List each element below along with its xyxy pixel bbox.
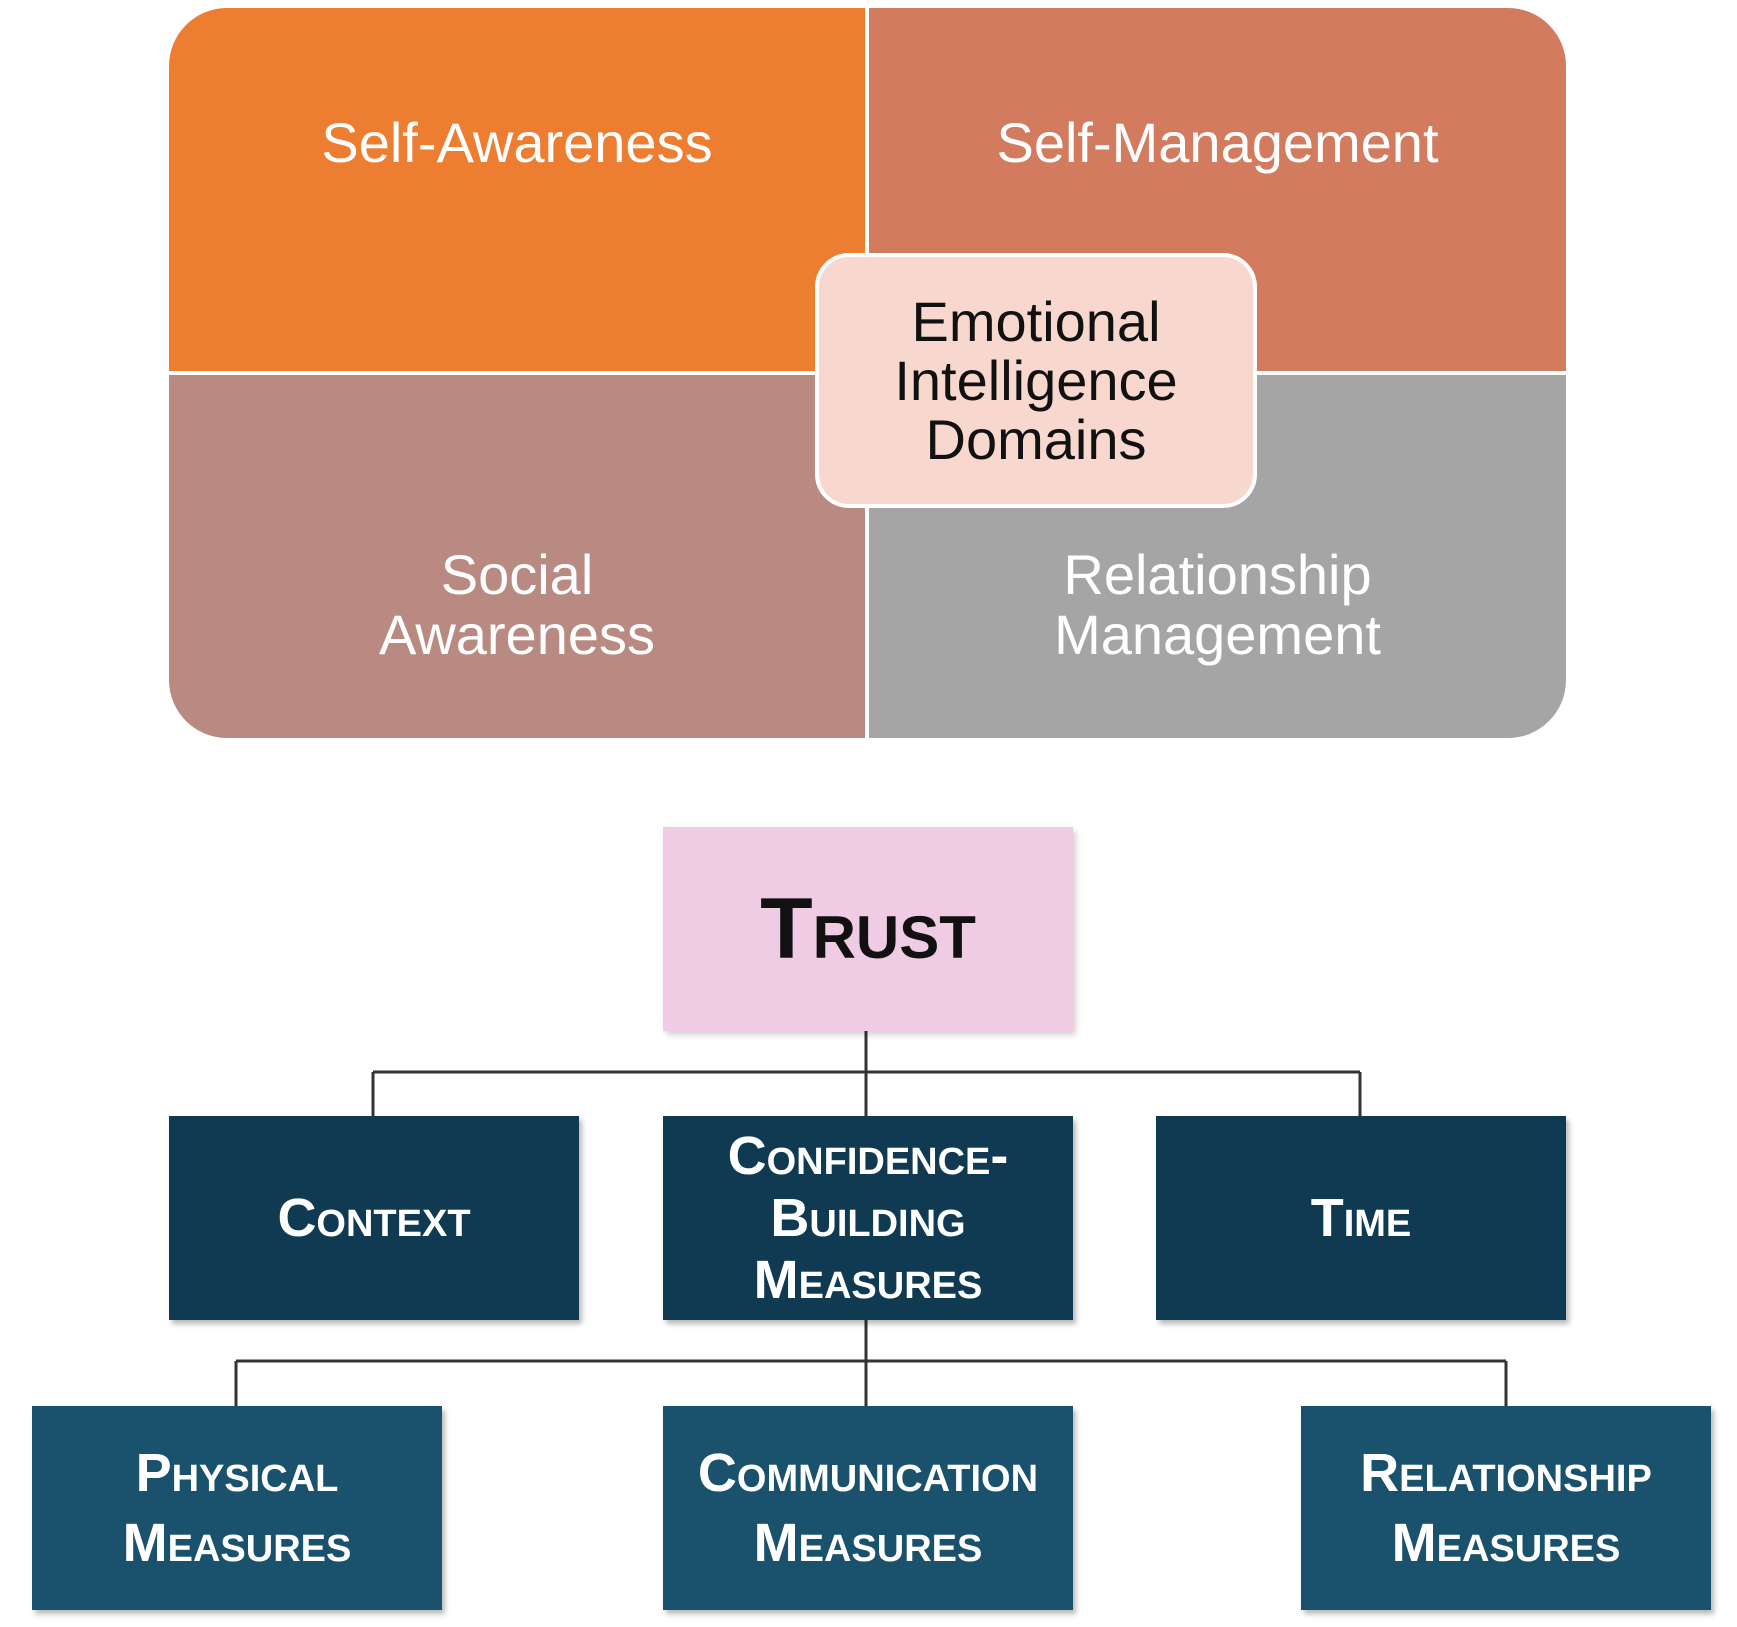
physical-measures-box: Physical Measures (32, 1406, 442, 1610)
quadrant-label-line: Social (440, 543, 594, 606)
ei-center-label: Emotional Intelligence Domains (894, 292, 1177, 469)
quadrant-label-line: Self-Management (996, 111, 1439, 174)
box-label: Time (1311, 1187, 1412, 1249)
box-label: Confidence- Building Measures (728, 1125, 1009, 1311)
ei-center-box: Emotional Intelligence Domains (815, 253, 1257, 508)
context-box: Context (169, 1116, 579, 1320)
box-label-line: Relationship (1360, 1443, 1652, 1503)
box-label-line: Building (770, 1188, 966, 1248)
ei-center-line: Intelligence (894, 349, 1178, 412)
quadrant-label-line: Management (1054, 603, 1381, 666)
quadrant-social-awareness: Social Awareness (169, 375, 865, 738)
quadrant-label-line: Awareness (378, 603, 655, 666)
quadrant-label: Self-Awareness (169, 113, 865, 173)
box-label: Communication Measures (698, 1438, 1038, 1578)
quadrant-label: Relationship Management (869, 545, 1566, 665)
quadrant-label-line: Relationship (1063, 543, 1372, 606)
trust-box: Trust (663, 827, 1073, 1031)
quadrant-label: Social Awareness (169, 545, 865, 665)
box-label: Context (277, 1187, 470, 1249)
box-label-line: Measures (753, 1250, 983, 1310)
time-box: Time (1156, 1116, 1566, 1320)
ei-center-line: Emotional (911, 290, 1161, 353)
box-label-line: Context (277, 1188, 471, 1248)
box-label-line: Measures (753, 1513, 983, 1573)
communication-measures-box: Communication Measures (663, 1406, 1073, 1610)
box-label-line: Communication (697, 1443, 1039, 1503)
box-label-line: Confidence- (727, 1126, 1009, 1186)
box-label-line: Physical (135, 1443, 339, 1503)
quadrant-label: Self-Management (869, 113, 1566, 173)
box-label: Relationship Measures (1360, 1438, 1652, 1578)
quadrant-self-awareness: Self-Awareness (169, 8, 865, 371)
quadrant-label-line: Self-Awareness (321, 111, 713, 174)
trust-label-text: Trust (760, 880, 976, 977)
ei-center-line: Domains (925, 408, 1147, 471)
trust-label: Trust (760, 880, 976, 979)
confidence-building-measures-box: Confidence- Building Measures (663, 1116, 1073, 1320)
box-label-line: Time (1310, 1188, 1412, 1248)
box-label-line: Measures (1391, 1513, 1621, 1573)
box-label-line: Measures (122, 1513, 352, 1573)
relationship-measures-box: Relationship Measures (1301, 1406, 1711, 1610)
box-label: Physical Measures (123, 1438, 352, 1578)
ei-quadrant-diagram: Self-Awareness Self-Management Social Aw… (169, 8, 1566, 738)
